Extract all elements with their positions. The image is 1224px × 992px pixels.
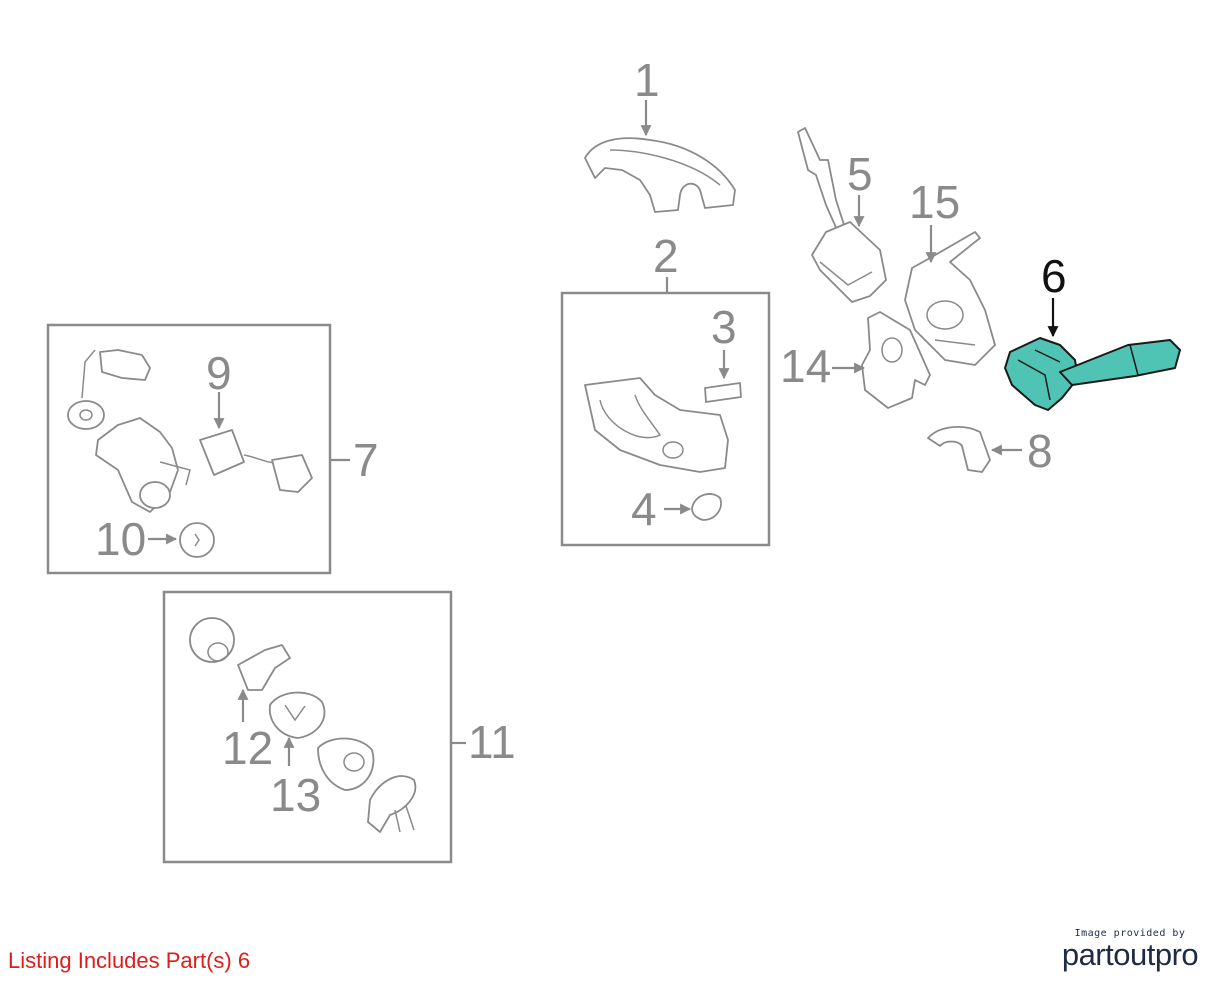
callout-14: 14 bbox=[780, 340, 831, 392]
part-10-cap[interactable] bbox=[179, 522, 215, 558]
part-6-turn-signal-switch[interactable] bbox=[1004, 337, 1181, 411]
callout-4: 4 bbox=[631, 483, 657, 535]
callout-11: 11 bbox=[468, 716, 516, 768]
part-5-wiper-switch[interactable] bbox=[797, 127, 887, 303]
part-12-ring[interactable] bbox=[237, 644, 291, 691]
brand-credit: Image provided by bbox=[1074, 928, 1186, 939]
callout-5: 5 bbox=[847, 148, 873, 200]
callout-6: 6 bbox=[1041, 250, 1067, 302]
brand-logo: Image provided by partoutpro bbox=[1050, 928, 1210, 973]
callout-12: 12 bbox=[222, 722, 273, 774]
part-13-bezel[interactable] bbox=[268, 691, 326, 739]
callout-15: 15 bbox=[909, 176, 960, 228]
callout-8: 8 bbox=[1027, 425, 1053, 477]
callout-7: 7 bbox=[353, 434, 379, 486]
part-8-bracket[interactable] bbox=[927, 426, 991, 473]
part-9-connector[interactable] bbox=[199, 429, 313, 493]
callout-3: 3 bbox=[711, 301, 737, 353]
group-box-2 bbox=[560, 291, 771, 547]
callout-13: 13 bbox=[270, 769, 321, 821]
group-box-11 bbox=[162, 590, 453, 864]
part-7-ignition-switch[interactable] bbox=[67, 349, 191, 513]
group-box-7 bbox=[46, 323, 332, 575]
brand-name: partoutpro bbox=[1061, 937, 1199, 972]
part-11-lock-set[interactable] bbox=[189, 617, 417, 833]
callout-2: 2 bbox=[653, 230, 679, 282]
listing-note: Listing Includes Part(s) 6 bbox=[8, 948, 251, 973]
part-3-label-plate[interactable] bbox=[704, 382, 742, 403]
callout-1: 1 bbox=[634, 54, 660, 106]
part-2-lower-cover[interactable] bbox=[584, 377, 729, 473]
callout-10: 10 bbox=[95, 513, 146, 565]
part-15-clock-spring[interactable] bbox=[904, 231, 996, 366]
callout-9: 9 bbox=[206, 347, 232, 399]
part-1-upper-cover[interactable] bbox=[584, 137, 736, 213]
part-4-cap[interactable] bbox=[691, 493, 722, 521]
